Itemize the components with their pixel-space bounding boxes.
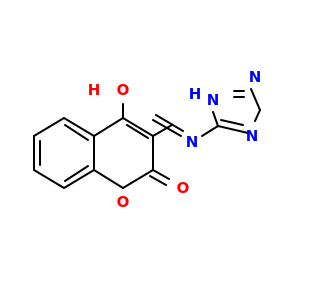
atom-label: N <box>186 133 199 151</box>
atom-label: O <box>177 179 190 197</box>
atom-label: N <box>249 68 262 86</box>
bond <box>64 165 89 182</box>
bond <box>212 111 219 127</box>
bond <box>152 124 173 137</box>
atom-label: H <box>88 81 101 99</box>
atom-label: H <box>189 85 202 103</box>
bond <box>254 109 261 122</box>
bond <box>122 117 154 137</box>
atom-label: N <box>246 127 259 145</box>
bond <box>64 124 89 141</box>
bond <box>63 117 95 137</box>
bond <box>155 114 184 132</box>
bond <box>33 169 65 189</box>
bond <box>33 117 65 137</box>
bond <box>126 124 149 139</box>
atom-label: N <box>207 91 220 109</box>
bond <box>152 119 182 137</box>
bond <box>220 119 244 126</box>
atom-label: O <box>117 193 130 211</box>
atom-label-layer: H O O O N H N N N <box>88 68 262 211</box>
atom-label: O <box>117 81 130 99</box>
bond <box>149 175 167 186</box>
bond <box>93 117 124 137</box>
bond <box>63 169 95 189</box>
bond <box>201 130 211 137</box>
bond <box>217 125 249 134</box>
bond <box>93 169 124 189</box>
bond <box>209 125 219 132</box>
chemical-structure-diagram: H O O O N H N N N <box>33 68 262 211</box>
bond <box>152 169 170 180</box>
bond-layer <box>33 88 261 189</box>
bond <box>122 169 154 189</box>
bond <box>250 88 261 111</box>
